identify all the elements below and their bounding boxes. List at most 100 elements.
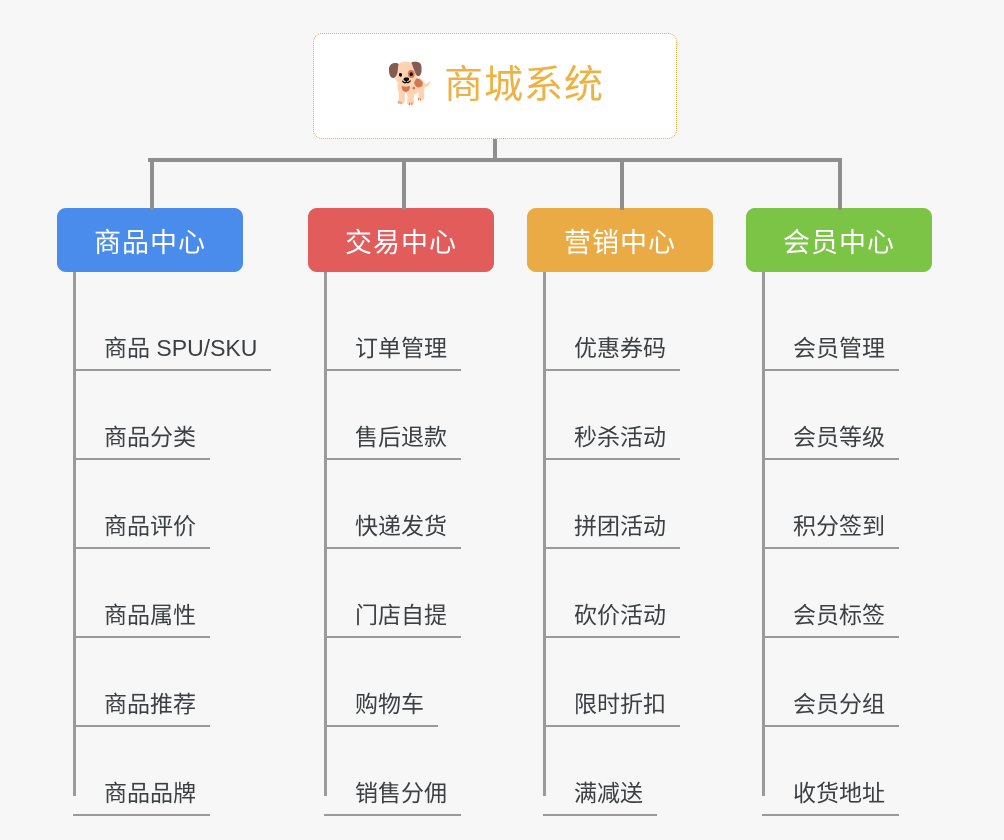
leaf-item[interactable]: 快递发货 (308, 460, 494, 549)
leaf-item[interactable]: 门店自提 (308, 549, 494, 638)
leaf-item[interactable]: 收货地址 (746, 727, 932, 816)
leaf-underline: 门店自提 (324, 601, 461, 638)
leaf-item[interactable]: 商品分类 (57, 371, 243, 460)
leaf-item[interactable]: 订单管理 (308, 282, 494, 371)
leaf-underline: 限时折扣 (543, 690, 680, 727)
leaf-underline: 快递发货 (324, 512, 461, 549)
leaf-underline: 销售分佣 (324, 779, 461, 816)
leaf-item[interactable]: 商品品牌 (57, 727, 243, 816)
leaf-item[interactable]: 会员标签 (746, 549, 932, 638)
leaf-underline: 商品 SPU/SKU (73, 334, 272, 371)
leaf-underline: 会员管理 (762, 334, 899, 371)
column-1: 商品中心商品 SPU/SKU 商品分类商品评价商品属性商品推荐商品品牌 (57, 208, 272, 816)
leaf-label: 积分签到 (793, 513, 885, 540)
column-4: 会员中心会员管理会员等级积分签到会员标签会员分组收货地址 (746, 208, 932, 816)
leaf-underline: 购物车 (324, 690, 438, 727)
leaf-item[interactable]: 秒杀活动 (527, 371, 713, 460)
leaf-underline: 订单管理 (324, 334, 461, 371)
leaf-item[interactable]: 砍价活动 (527, 549, 713, 638)
leaf-list-3: 优惠券码秒杀活动拼团活动砍价活动限时折扣满减送 (527, 272, 713, 816)
leaf-label: 收货地址 (793, 780, 885, 807)
leaf-item[interactable]: 会员分组 (746, 638, 932, 727)
category-box-4[interactable]: 会员中心 (746, 208, 932, 272)
root-node[interactable]: 🐕 商城系统 (313, 33, 677, 139)
leaf-item[interactable]: 限时折扣 (527, 638, 713, 727)
leaf-underline: 商品推荐 (73, 690, 210, 727)
leaf-label: 满减送 (574, 780, 643, 807)
leaf-underline: 会员标签 (762, 601, 899, 638)
leaf-label: 秒杀活动 (574, 424, 666, 451)
connector-root-stem (493, 139, 497, 162)
leaf-underline: 售后退款 (324, 423, 461, 460)
leaf-label: 优惠券码 (574, 335, 666, 362)
connector-drop-1 (150, 158, 154, 210)
root-title: 商城系统 (443, 63, 604, 107)
leaf-underline: 会员分组 (762, 690, 899, 727)
leaf-list-4: 会员管理会员等级积分签到会员标签会员分组收货地址 (746, 272, 932, 816)
column-3: 营销中心优惠券码秒杀活动拼团活动砍价活动限时折扣满减送 (527, 208, 713, 816)
leaf-label: 会员分组 (793, 691, 885, 718)
category-label: 会员中心 (783, 227, 895, 258)
category-box-2[interactable]: 交易中心 (308, 208, 494, 272)
leaf-label: 会员标签 (793, 602, 885, 629)
leaf-label: 商品推荐 (104, 691, 196, 718)
leaf-label: 门店自提 (355, 602, 447, 629)
leaf-underline: 收货地址 (762, 779, 899, 816)
leaf-label: 商品 SPU/SKU (104, 335, 258, 362)
leaf-underline: 商品评价 (73, 512, 210, 549)
category-label: 商品中心 (94, 227, 206, 258)
trunk-line-2 (324, 272, 327, 796)
leaf-label: 销售分佣 (355, 780, 447, 807)
leaf-item[interactable]: 售后退款 (308, 371, 494, 460)
column-2: 交易中心订单管理售后退款快递发货门店自提购物车销售分佣 (308, 208, 494, 816)
trunk-line-3 (543, 272, 546, 796)
connector-drop-4 (838, 158, 842, 210)
leaf-item[interactable]: 拼团活动 (527, 460, 713, 549)
connector-drop-2 (402, 158, 406, 210)
leaf-label: 限时折扣 (574, 691, 666, 718)
leaf-underline: 满减送 (543, 779, 657, 816)
connector-drop-3 (620, 158, 624, 210)
leaf-underline: 优惠券码 (543, 334, 680, 371)
leaf-label: 快递发货 (355, 513, 447, 540)
leaf-label: 商品属性 (104, 602, 196, 629)
leaf-item[interactable]: 积分签到 (746, 460, 932, 549)
leaf-underline: 会员等级 (762, 423, 899, 460)
leaf-item[interactable]: 商品 SPU/SKU (57, 282, 272, 371)
leaf-underline: 商品属性 (73, 601, 210, 638)
leaf-underline: 商品品牌 (73, 779, 210, 816)
leaf-label: 购物车 (355, 691, 424, 718)
leaf-label: 商品分类 (104, 424, 196, 451)
trunk-line-4 (762, 272, 765, 796)
category-box-1[interactable]: 商品中心 (57, 208, 243, 272)
leaf-underline: 拼团活动 (543, 512, 680, 549)
leaf-item[interactable]: 购物车 (308, 638, 494, 727)
leaf-list-1: 商品 SPU/SKU 商品分类商品评价商品属性商品推荐商品品牌 (57, 272, 272, 816)
leaf-item[interactable]: 销售分佣 (308, 727, 494, 816)
leaf-label: 会员管理 (793, 335, 885, 362)
leaf-underline: 积分签到 (762, 512, 899, 549)
leaf-label: 商品评价 (104, 513, 196, 540)
leaf-item[interactable]: 商品评价 (57, 460, 243, 549)
shiba-dog-face-icon: 🐕 (385, 62, 436, 106)
leaf-list-2: 订单管理售后退款快递发货门店自提购物车销售分佣 (308, 272, 494, 816)
trunk-line-1 (73, 272, 76, 796)
leaf-underline: 砍价活动 (543, 601, 680, 638)
leaf-item[interactable]: 会员管理 (746, 282, 932, 371)
leaf-label: 售后退款 (355, 424, 447, 451)
leaf-label: 订单管理 (355, 335, 447, 362)
leaf-label: 拼团活动 (574, 513, 666, 540)
leaf-item[interactable]: 商品推荐 (57, 638, 243, 727)
connector-horizontal-bus (148, 158, 840, 162)
leaf-underline: 商品分类 (73, 423, 210, 460)
leaf-underline: 秒杀活动 (543, 423, 680, 460)
leaf-item[interactable]: 优惠券码 (527, 282, 713, 371)
leaf-label: 会员等级 (793, 424, 885, 451)
leaf-item[interactable]: 满减送 (527, 727, 713, 816)
category-box-3[interactable]: 营销中心 (527, 208, 713, 272)
leaf-item[interactable]: 会员等级 (746, 371, 932, 460)
leaf-item[interactable]: 商品属性 (57, 549, 243, 638)
leaf-label: 砍价活动 (574, 602, 666, 629)
leaf-label: 商品品牌 (104, 780, 196, 807)
category-label: 交易中心 (345, 227, 457, 258)
